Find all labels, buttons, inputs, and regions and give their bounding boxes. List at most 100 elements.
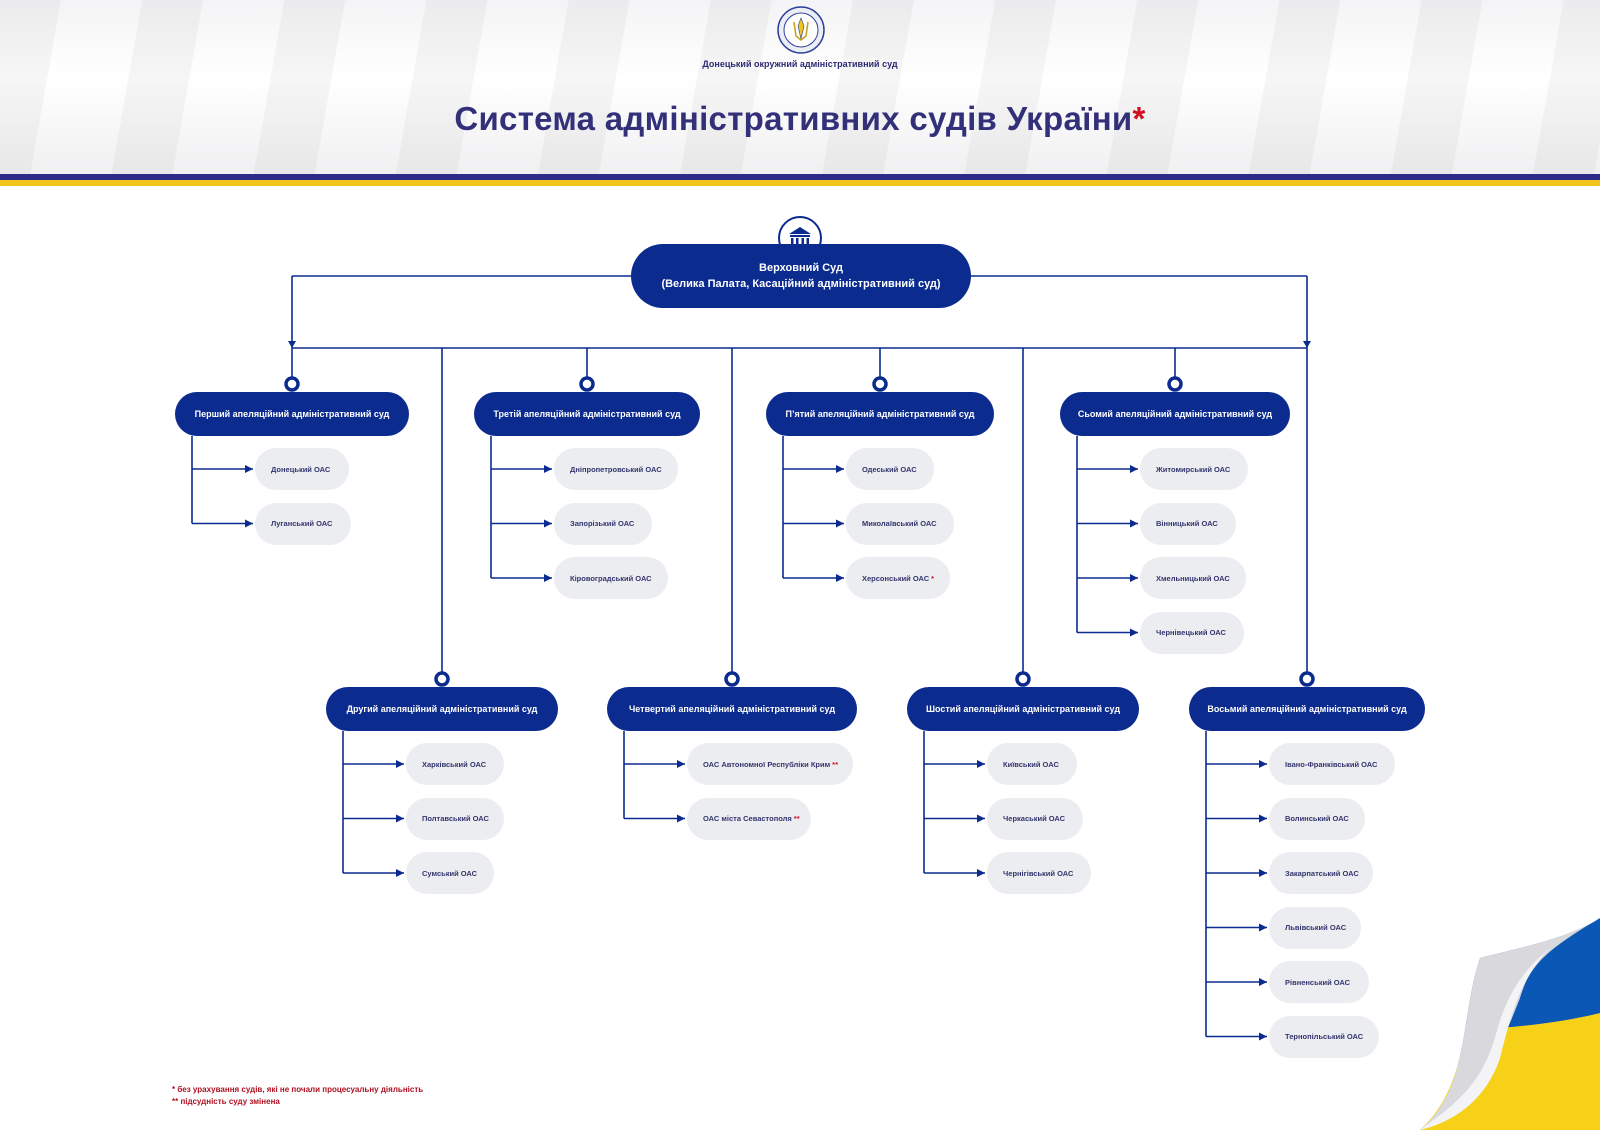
district-court-label: Полтавський ОАС — [422, 814, 489, 823]
leaf-arrow-7-2 — [1259, 869, 1267, 877]
district-court-leaf: Херсонський ОАС* — [846, 557, 950, 599]
title-asterisk: * — [1132, 100, 1146, 137]
appeal-court-node: Другий апеляційний адміністративний суд — [326, 687, 558, 731]
district-court-leaf: Хмельницький ОАС — [1140, 557, 1246, 599]
leaf-arrow-1-1 — [396, 814, 404, 823]
node-ring-connector-2 — [579, 376, 595, 392]
district-court-leaf: Донецький ОАС — [255, 448, 349, 490]
district-court-leaf: Луганський ОАС — [255, 502, 351, 545]
node-ring-connector-4 — [872, 376, 888, 392]
district-court-leaf: Вінницький ОАС — [1140, 502, 1236, 545]
district-court-leaf: Рівненський ОАС — [1269, 961, 1369, 1003]
district-court-label: Чернігівський ОАС — [1003, 868, 1074, 878]
district-court-leaf: Запорізький ОАС — [554, 502, 652, 545]
leaf-arrow-2-0 — [544, 465, 552, 473]
district-court-label: Житомирський ОАС — [1156, 464, 1231, 474]
appeal-court-label: Сьомий апеляційний адміністративний суд — [1077, 409, 1273, 419]
district-court-label: Донецький ОАС — [271, 464, 331, 474]
leaf-arrow-7-0 — [1259, 760, 1267, 768]
leaf-arrow-4-1 — [836, 519, 844, 528]
page-title: Система адміністративних судів України* — [300, 100, 1300, 138]
footnotes: * без урахування судів, які не почали пр… — [172, 1084, 423, 1108]
district-court-label: Закарпатський ОАС — [1285, 868, 1359, 878]
leaf-arrow-6-2 — [1130, 574, 1138, 582]
appeal-court-label: Другий апеляційний адміністративний суд — [346, 704, 538, 714]
supreme-court-node: Верховний Суд (Велика Палата, Касаційний… — [631, 244, 971, 308]
supreme-arrow-left — [288, 341, 296, 348]
leaf-arrow-4-2 — [836, 574, 844, 582]
supreme-court-title: Верховний Суд — [759, 262, 843, 274]
node-ring-connector-7 — [1299, 671, 1315, 687]
leaf-arrow-7-4 — [1259, 978, 1267, 986]
district-court-leaf: Сумський ОАС — [406, 852, 494, 894]
district-court-label: Львівський ОАС — [1285, 923, 1347, 932]
district-court-leaf: Дніпропетровський ОАС — [554, 448, 678, 490]
appeal-court-label: Перший апеляційний адміністративний суд — [194, 409, 390, 419]
supreme-arrow-right — [1303, 341, 1311, 348]
district-court-leaf: Київський ОАС — [987, 743, 1077, 785]
district-court-leaf: Миколаївський ОАС — [846, 502, 954, 545]
leaf-arrow-7-1 — [1259, 814, 1267, 823]
district-court-label: Дніпропетровський ОАС — [570, 464, 662, 474]
district-court-label: Вінницький ОАС — [1156, 519, 1218, 528]
leaf-arrow-2-2 — [544, 574, 552, 582]
district-court-label: ОАС Автономної Республіки Крим — [703, 759, 831, 769]
district-court-label: Кіровоградський ОАС — [570, 573, 652, 583]
leaf-arrow-1-0 — [396, 760, 404, 768]
footnote-mark: * — [931, 573, 935, 583]
leaf-arrow-6-0 — [1130, 465, 1138, 473]
node-ring-connector-5 — [1015, 671, 1031, 687]
appeal-court-label: Шостий апеляційний адміністративний суд — [925, 704, 1121, 714]
appeal-court-label: Третій апеляційний адміністративний суд — [493, 409, 681, 419]
district-court-leaf: Одеський ОАС — [846, 448, 934, 490]
appeal-court-node: П’ятий апеляційний адміністративний суд — [766, 392, 994, 436]
leaf-arrow-6-1 — [1130, 519, 1138, 528]
district-court-label: Запорізький ОАС — [570, 519, 635, 528]
leaf-arrow-3-1 — [677, 814, 685, 823]
leaf-arrow-5-0 — [977, 760, 985, 768]
footnote-1: * без урахування судів, які не почали пр… — [172, 1085, 424, 1094]
district-court-leaf: Львівський ОАС — [1269, 906, 1361, 949]
node-ring-connector-0 — [284, 376, 300, 392]
district-court-label: Київський ОАС — [1003, 759, 1059, 769]
district-court-label: Рівненський ОАС — [1285, 977, 1351, 987]
org-name: Донецький окружний адміністративний суд — [702, 59, 898, 69]
district-court-leaf: Закарпатський ОАС — [1269, 852, 1373, 894]
footnote-mark: ** — [793, 814, 800, 823]
leaf-arrow-4-0 — [836, 465, 844, 473]
district-court-leaf: Тернопільський ОАС — [1269, 1015, 1379, 1058]
leaf-arrow-3-0 — [677, 760, 685, 768]
page-title-text: Система адміністративних судів України — [454, 100, 1133, 137]
leaf-arrow-0-0 — [245, 465, 253, 473]
district-court-label: Хмельницький ОАС — [1156, 573, 1230, 583]
district-court-leaf: Кіровоградський ОАС — [554, 557, 668, 599]
appeal-court-node: Третій апеляційний адміністративний суд — [474, 392, 700, 436]
ukraine-flag-page-curl — [1420, 918, 1600, 1130]
appeal-court-label: П’ятий апеляційний адміністративний суд — [785, 409, 975, 419]
leaf-arrow-1-2 — [396, 869, 404, 877]
district-court-label: Чернівецький ОАС — [1156, 628, 1226, 637]
district-court-leaf: Івано-Франківський ОАС — [1269, 743, 1395, 785]
district-court-leaf: Харківський ОАС — [406, 743, 504, 785]
header-stripe-blue — [0, 174, 1600, 180]
district-court-label: ОАС міста Севастополя — [703, 814, 792, 823]
supreme-court-subtitle: (Велика Палата, Касаційний адміністратив… — [661, 278, 941, 290]
node-ring-connector-3 — [724, 671, 740, 687]
district-court-leaf: Черкаський ОАС — [987, 797, 1083, 840]
court-emblem-icon — [777, 6, 825, 54]
district-court-label: Черкаський ОАС — [1003, 814, 1066, 823]
leaf-arrow-5-1 — [977, 814, 985, 823]
district-court-leaf: Житомирський ОАС — [1140, 448, 1248, 490]
district-court-leaf: Чернігівський ОАС — [987, 852, 1091, 894]
leaf-arrow-7-5 — [1259, 1032, 1267, 1041]
footnote-2: ** підсудність суду змінена — [172, 1097, 280, 1106]
district-court-label: Волинський ОАС — [1285, 814, 1349, 823]
appeal-court-label: Восьмий апеляційний адміністративний суд — [1207, 704, 1407, 714]
district-court-leaf: Чернівецький ОАС — [1140, 611, 1244, 654]
leaf-arrow-6-3 — [1130, 628, 1138, 637]
appeal-court-label: Четвертий апеляційний адміністративний с… — [628, 704, 836, 714]
appeal-court-node: Перший апеляційний адміністративний суд — [175, 392, 409, 436]
district-court-label: Одеський ОАС — [862, 464, 917, 474]
district-court-label: Сумський ОАС — [422, 868, 478, 878]
